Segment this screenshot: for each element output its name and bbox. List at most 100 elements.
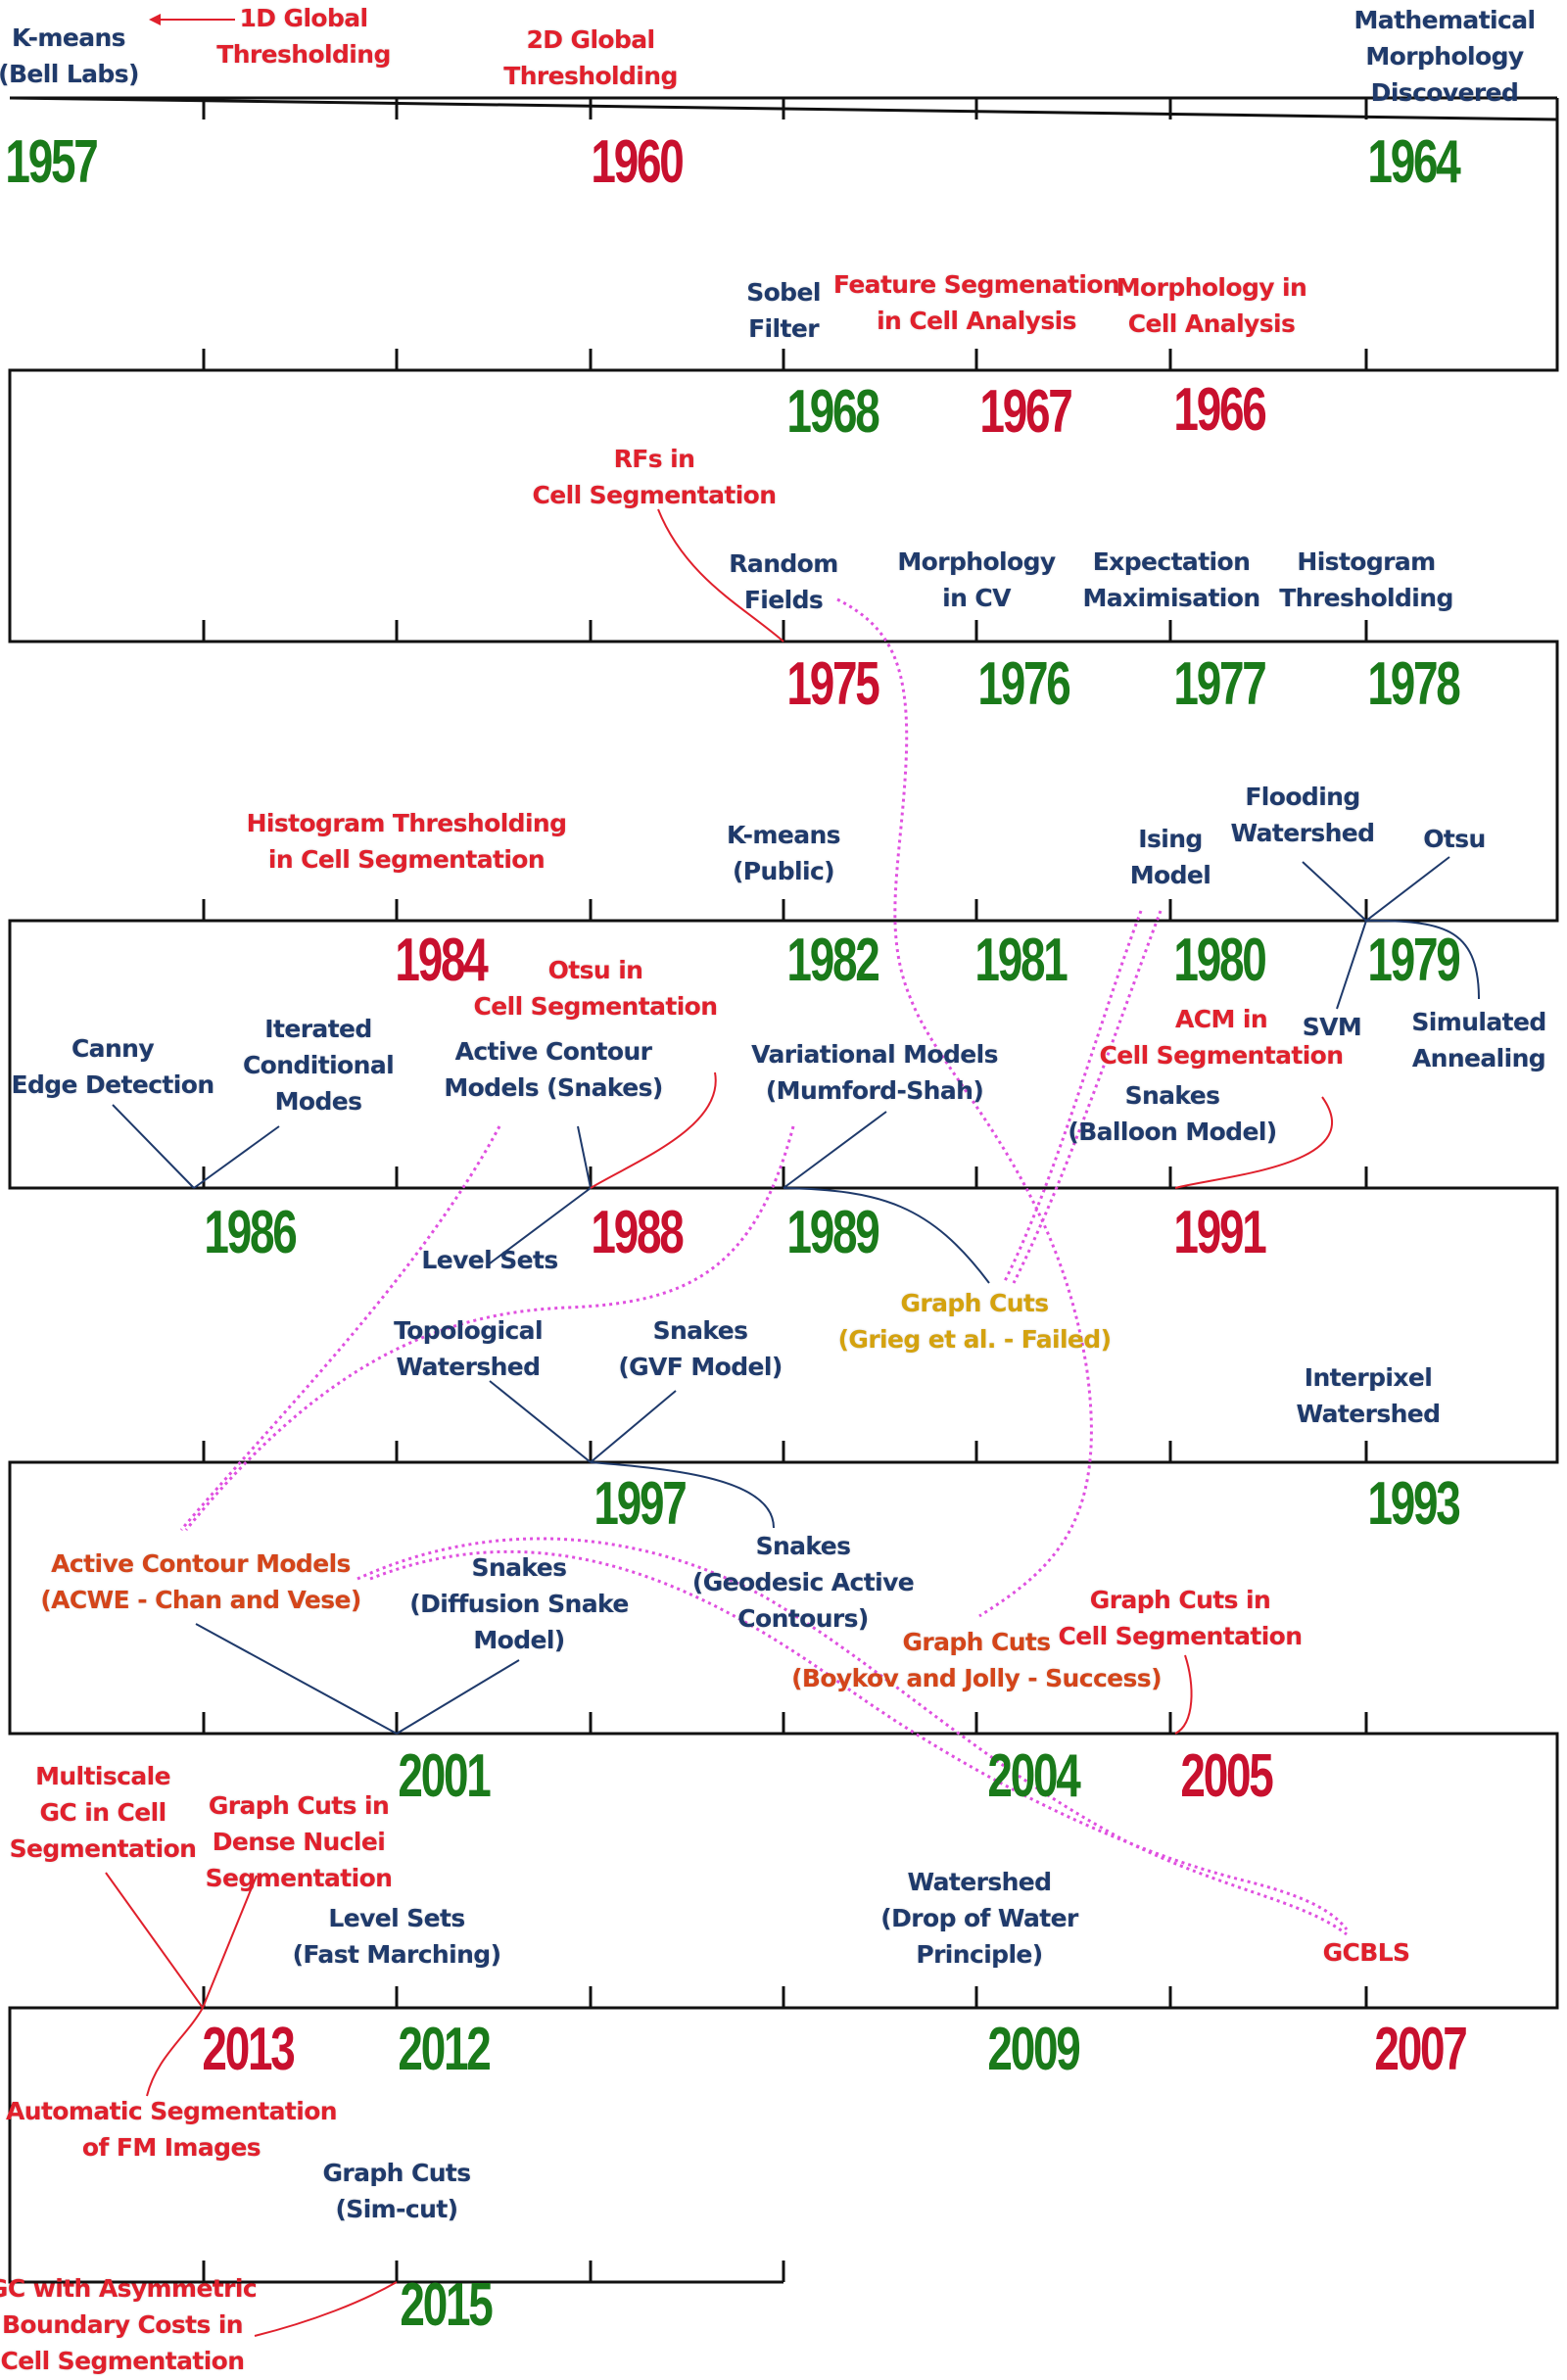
label-line: 2D Global — [526, 25, 655, 54]
label-line: Dense Nuclei — [212, 1828, 386, 1856]
year-1986: 1986 — [204, 1199, 297, 1266]
label-line: Segmentation — [205, 1864, 393, 1892]
label-line: Sobel — [746, 278, 821, 307]
label-line: Conditional — [242, 1051, 395, 1079]
year-2009: 2009 — [987, 2016, 1080, 2083]
event-variational-models: Variational Models(Mumford-Shah) — [751, 1036, 998, 1109]
label-line: SVM — [1302, 1013, 1362, 1041]
year-1966: 1966 — [1173, 376, 1266, 444]
event-sim-cut: Graph Cuts (Sim-cut) — [322, 2155, 471, 2227]
label-line: Otsu — [1423, 825, 1486, 853]
label-line: of FM Images — [81, 2133, 261, 2162]
label-line: Expectation — [1092, 547, 1251, 576]
label-line: Histogram Thresholding — [246, 809, 567, 837]
label-line: (Geodesic Active — [691, 1568, 915, 1596]
label-line: Graph Cuts in — [208, 1791, 390, 1820]
label-line: Active Contour — [454, 1037, 652, 1066]
label-line: Ising — [1138, 825, 1203, 853]
label-line: Canny — [71, 1034, 155, 1063]
event-acwe: Active Contour Models(ACWE - Chan and Ve… — [40, 1546, 361, 1618]
label-line: RFs in — [613, 445, 695, 473]
label-line: (Sim-cut) — [335, 2195, 458, 2223]
label-line: Level Sets — [421, 1246, 558, 1274]
label-line: in CV — [942, 584, 1011, 612]
influence-curves — [179, 597, 1349, 1936]
label-line: Mathematical — [1353, 6, 1537, 34]
label-line: GC in Cell — [39, 1798, 166, 1827]
label-line: Model — [1129, 861, 1211, 889]
label-line: Graph Cuts — [322, 2159, 471, 2187]
year-1991: 1991 — [1173, 1199, 1266, 1266]
label-line: Watershed — [1296, 1400, 1442, 1428]
arrow-icon — [149, 14, 235, 25]
label-line: Edge Detection — [11, 1071, 214, 1099]
label-line: Cell Segmentation — [1058, 1622, 1304, 1650]
event-fast-marching: Level Sets(Fast Marching) — [293, 1900, 501, 1973]
year-1979: 1979 — [1367, 927, 1460, 994]
label-line: Maximisation — [1082, 584, 1260, 612]
label-line: Cell Segmentation — [532, 481, 778, 509]
label-line: Iterated — [264, 1015, 372, 1043]
label-line: (GVF Model) — [618, 1353, 783, 1381]
year-1981: 1981 — [974, 927, 1068, 994]
year-2012: 2012 — [398, 2016, 491, 2083]
label-line: Watershed — [396, 1353, 542, 1381]
event-gvf-model: Snakes (GVF Model) — [618, 1312, 783, 1385]
label-line: Annealing — [1411, 1044, 1546, 1072]
label-line: GC with Asymmetric — [0, 2274, 258, 2303]
year-1980: 1980 — [1173, 927, 1266, 994]
label-line: K-means — [12, 24, 126, 52]
label-line: Morphology in — [1116, 273, 1307, 302]
year-1982: 1982 — [786, 927, 879, 994]
year-1993: 1993 — [1367, 1470, 1460, 1538]
year-1976: 1976 — [977, 650, 1070, 718]
label-line: Topological — [394, 1316, 543, 1345]
event-otsu: Otsu — [1423, 821, 1486, 857]
label-line: Random — [729, 549, 838, 578]
label-line: Snakes — [1124, 1081, 1220, 1110]
year-1964: 1964 — [1367, 128, 1460, 196]
label-line: 1D Global — [239, 4, 368, 32]
label-line: (Balloon Model) — [1068, 1118, 1277, 1146]
label-line: GCBLS — [1322, 1938, 1410, 1967]
label-line: (ACWE - Chan and Vese) — [40, 1586, 361, 1614]
year-1975: 1975 — [786, 650, 879, 718]
label-line: Cell Segmentation — [473, 992, 719, 1021]
label-line: Models (Snakes) — [444, 1073, 663, 1102]
connector-lines — [112, 856, 1480, 1735]
label-line: Segmentation — [9, 1834, 197, 1863]
label-line: Snakes — [652, 1316, 748, 1345]
label-line: in Cell Analysis — [877, 307, 1076, 335]
event-kmeans-public: K-means(Public) — [727, 817, 841, 889]
label-line: Level Sets — [328, 1904, 465, 1932]
label-line: Discovered — [1370, 78, 1519, 107]
label-line: Automatic Segmentation — [5, 2097, 338, 2125]
label-line: Thresholding — [503, 62, 678, 90]
year-1977: 1977 — [1173, 650, 1266, 718]
year-1989: 1989 — [786, 1199, 879, 1266]
event-kmeans-bell-labs: K-means(Bell Labs) — [0, 20, 139, 92]
event-balloon-model: Snakes (Balloon Model) — [1068, 1077, 1277, 1150]
label-line: Thresholding — [216, 40, 391, 69]
year-2013: 2013 — [202, 2016, 295, 2083]
timeline-ticks — [202, 98, 1368, 2282]
